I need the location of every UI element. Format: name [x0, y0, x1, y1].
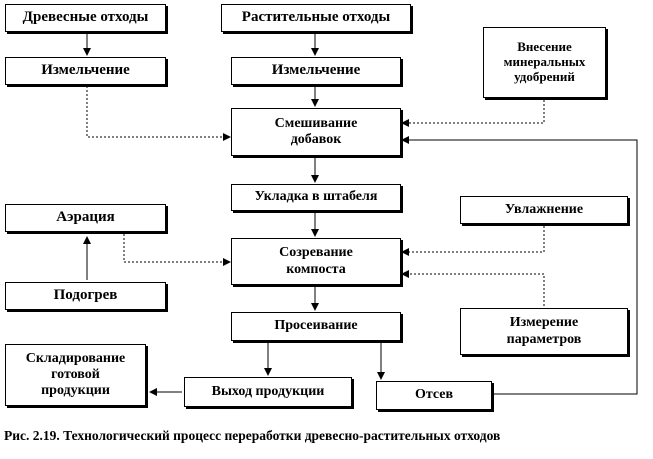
measurement-label-line2: параметров: [506, 331, 582, 347]
grinding-center-box: Измельчение: [231, 57, 401, 85]
arrow-grinding-left-to-mixing: [86, 86, 231, 141]
storage-label-line3: продукции: [41, 383, 110, 399]
aeration-box: Аэрация: [5, 204, 166, 232]
fertilizer-label-line3: удобрений: [514, 68, 575, 84]
maturing-label-line2: компоста: [286, 261, 346, 277]
measurement-box: Измерение параметров: [460, 308, 628, 355]
arrow-measurement-to-maturing: [401, 270, 545, 306]
humidification-label: Увлажнение: [504, 201, 584, 217]
grinding-left-box: Измельчение: [5, 57, 166, 85]
fertilizer-label-line1: Внесение: [517, 39, 572, 55]
aeration-label: Аэрация: [56, 209, 115, 226]
maturing-box: Созревание компоста: [231, 238, 401, 285]
grinding-left-label: Измельчение: [41, 62, 130, 79]
heating-box: Подогрев: [5, 282, 166, 310]
plant-waste-label: Растительные отходы: [241, 9, 391, 26]
storage-box: Складирование готовой продукции: [5, 344, 146, 406]
screenings-box: Отсев: [376, 381, 492, 410]
stacking-label: Укладка в штабеля: [254, 189, 378, 205]
sieving-label: Просеивание: [274, 318, 358, 334]
sieving-box: Просеивание: [231, 312, 401, 341]
arrow-fertilizer-to-mixing: [401, 100, 545, 127]
output-box: Выход продукции: [184, 377, 352, 407]
humidification-box: Увлажнение: [460, 196, 628, 224]
mixing-label-line1: Смешивание: [274, 115, 358, 131]
mixing-box: Смешивание добавок: [231, 108, 401, 156]
wood-waste-label: Древесные отходы: [22, 9, 149, 26]
storage-label-line2: готовой: [51, 366, 100, 382]
fertilizer-label-line2: минеральных: [503, 54, 586, 70]
arrow-screenings-to-mixing: [401, 136, 638, 395]
screenings-label: Отсев: [414, 387, 454, 403]
stacking-box: Укладка в штабеля: [231, 184, 401, 211]
output-label: Выход продукции: [211, 383, 325, 399]
heating-label: Подогрев: [53, 287, 118, 304]
figure-caption: Рис. 2.19. Технологический процесс перер…: [4, 428, 501, 443]
maturing-label-line1: Созревание: [279, 245, 353, 261]
fertilizer-box: Внесение минеральных удобрений: [483, 27, 606, 98]
mixing-label-line2: добавок: [290, 132, 342, 147]
grinding-center-label: Измельчение: [271, 62, 361, 79]
arrow-humidification-to-maturing: [401, 226, 545, 256]
measurement-label-line1: Измерение: [509, 315, 579, 331]
storage-label-line1: Складирование: [25, 350, 126, 366]
plant-waste-box: Растительные отходы: [221, 4, 411, 32]
wood-waste-box: Древесные отходы: [5, 4, 166, 32]
arrow-aeration-to-maturing: [123, 234, 231, 266]
